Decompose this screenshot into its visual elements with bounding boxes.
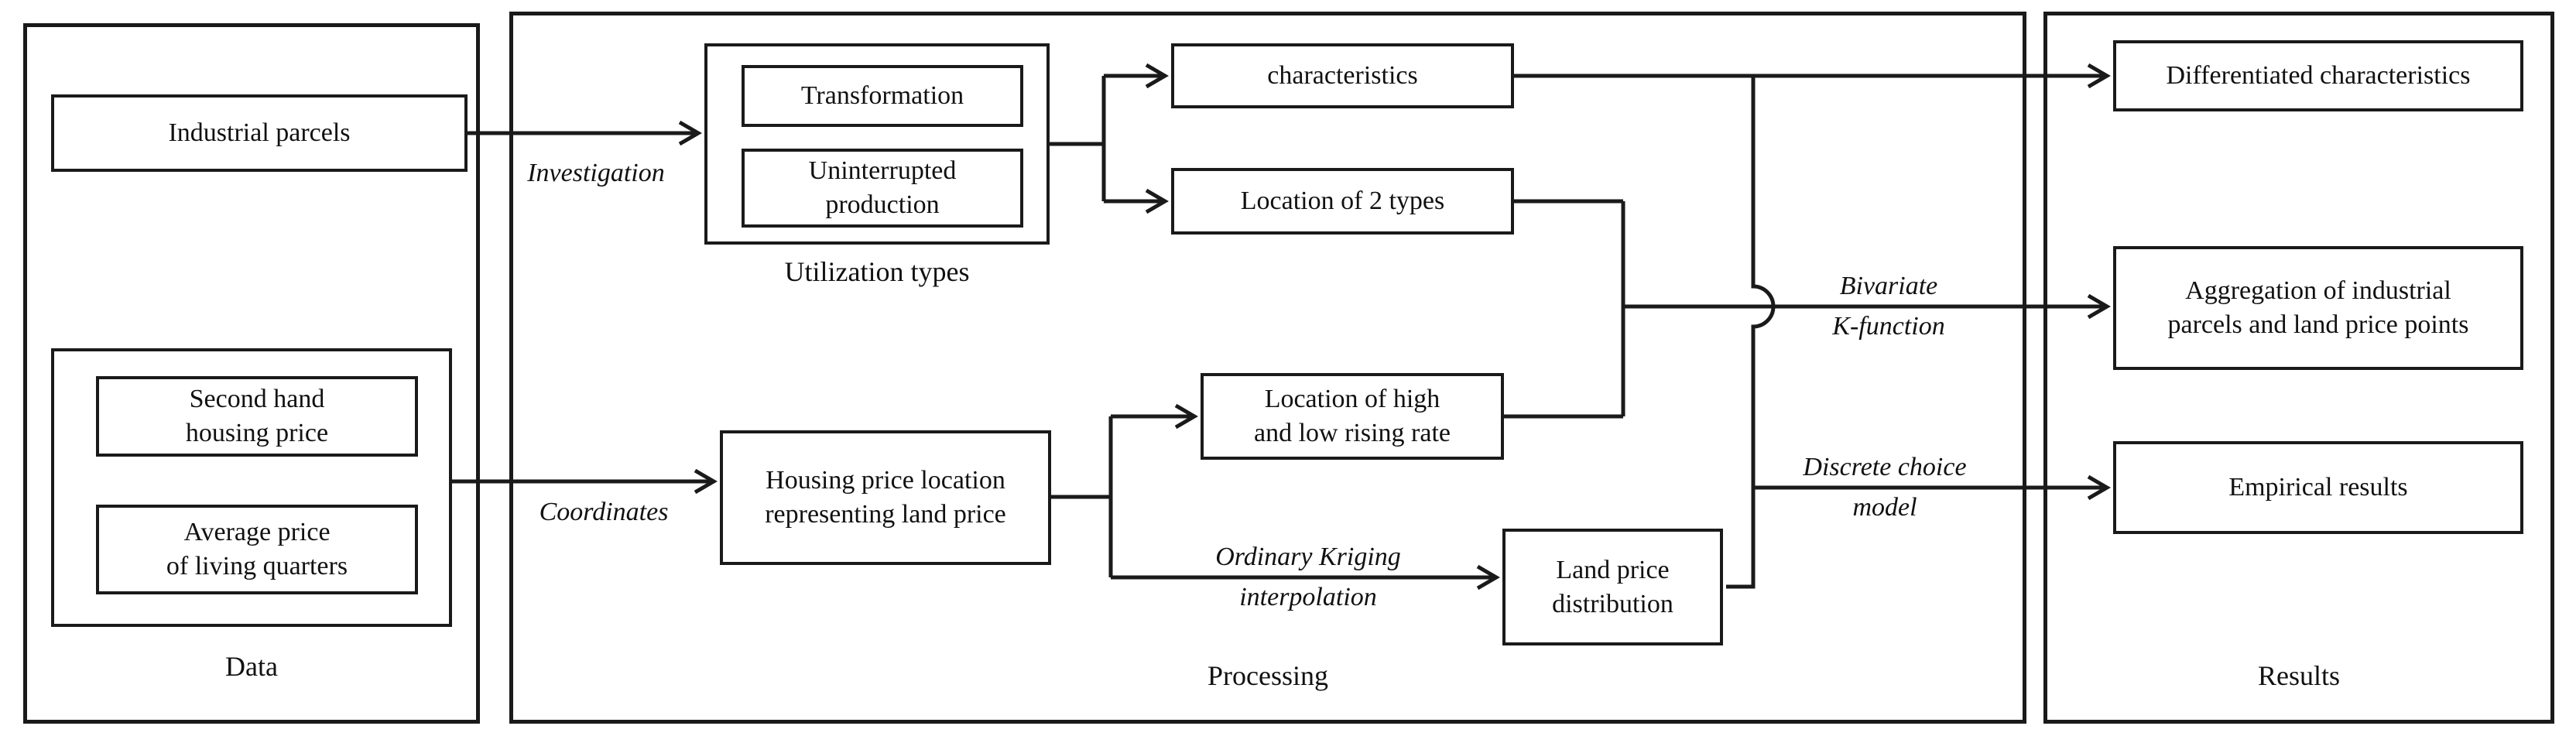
box-housing-price-location: Housing price location representing land… xyxy=(720,430,1051,565)
box-transformation: Transformation xyxy=(742,65,1023,127)
box-second-hand-housing-price: Second hand housing price xyxy=(96,376,418,457)
edge-junction-b xyxy=(1726,76,1776,589)
edge-label-discrete-choice-model: Discrete choice model xyxy=(1803,453,1967,522)
box-location-high-low-rising-rate: Location of high and low rising rate xyxy=(1201,373,1504,460)
box-characteristics: characteristics xyxy=(1171,43,1514,108)
box-average-price-living-quarters: Average price of living quarters xyxy=(96,505,418,594)
box-location-of-2-types: Location of 2 types xyxy=(1171,168,1514,235)
caption-processing: Processing xyxy=(1208,660,1328,691)
edge-label-ordinary-kriging: Ordinary Kriging interpolation xyxy=(1215,543,1401,611)
panel-processing xyxy=(509,12,2026,724)
caption-results: Results xyxy=(2257,660,2340,691)
edge-label-investigation: Investigation xyxy=(527,159,665,187)
edge-label-bivariate-k-function: Bivariate K-function xyxy=(1832,272,1945,341)
caption-data: Data xyxy=(225,651,278,682)
edge-label-coordinates: Coordinates xyxy=(539,498,669,526)
box-differentiated-characteristics: Differentiated characteristics xyxy=(2113,40,2523,111)
box-land-price-distribution: Land price distribution xyxy=(1502,529,1723,645)
box-industrial-parcels: Industrial parcels xyxy=(51,94,468,172)
caption-utilization-types: Utilization types xyxy=(784,256,970,287)
box-uninterrupted-production: Uninterrupted production xyxy=(742,149,1023,228)
box-aggregation-parcels-price-points: Aggregation of industrial parcels and la… xyxy=(2113,246,2523,370)
box-empirical-results: Empirical results xyxy=(2113,441,2523,534)
panel-data xyxy=(23,23,480,724)
panel-results xyxy=(2043,12,2554,724)
